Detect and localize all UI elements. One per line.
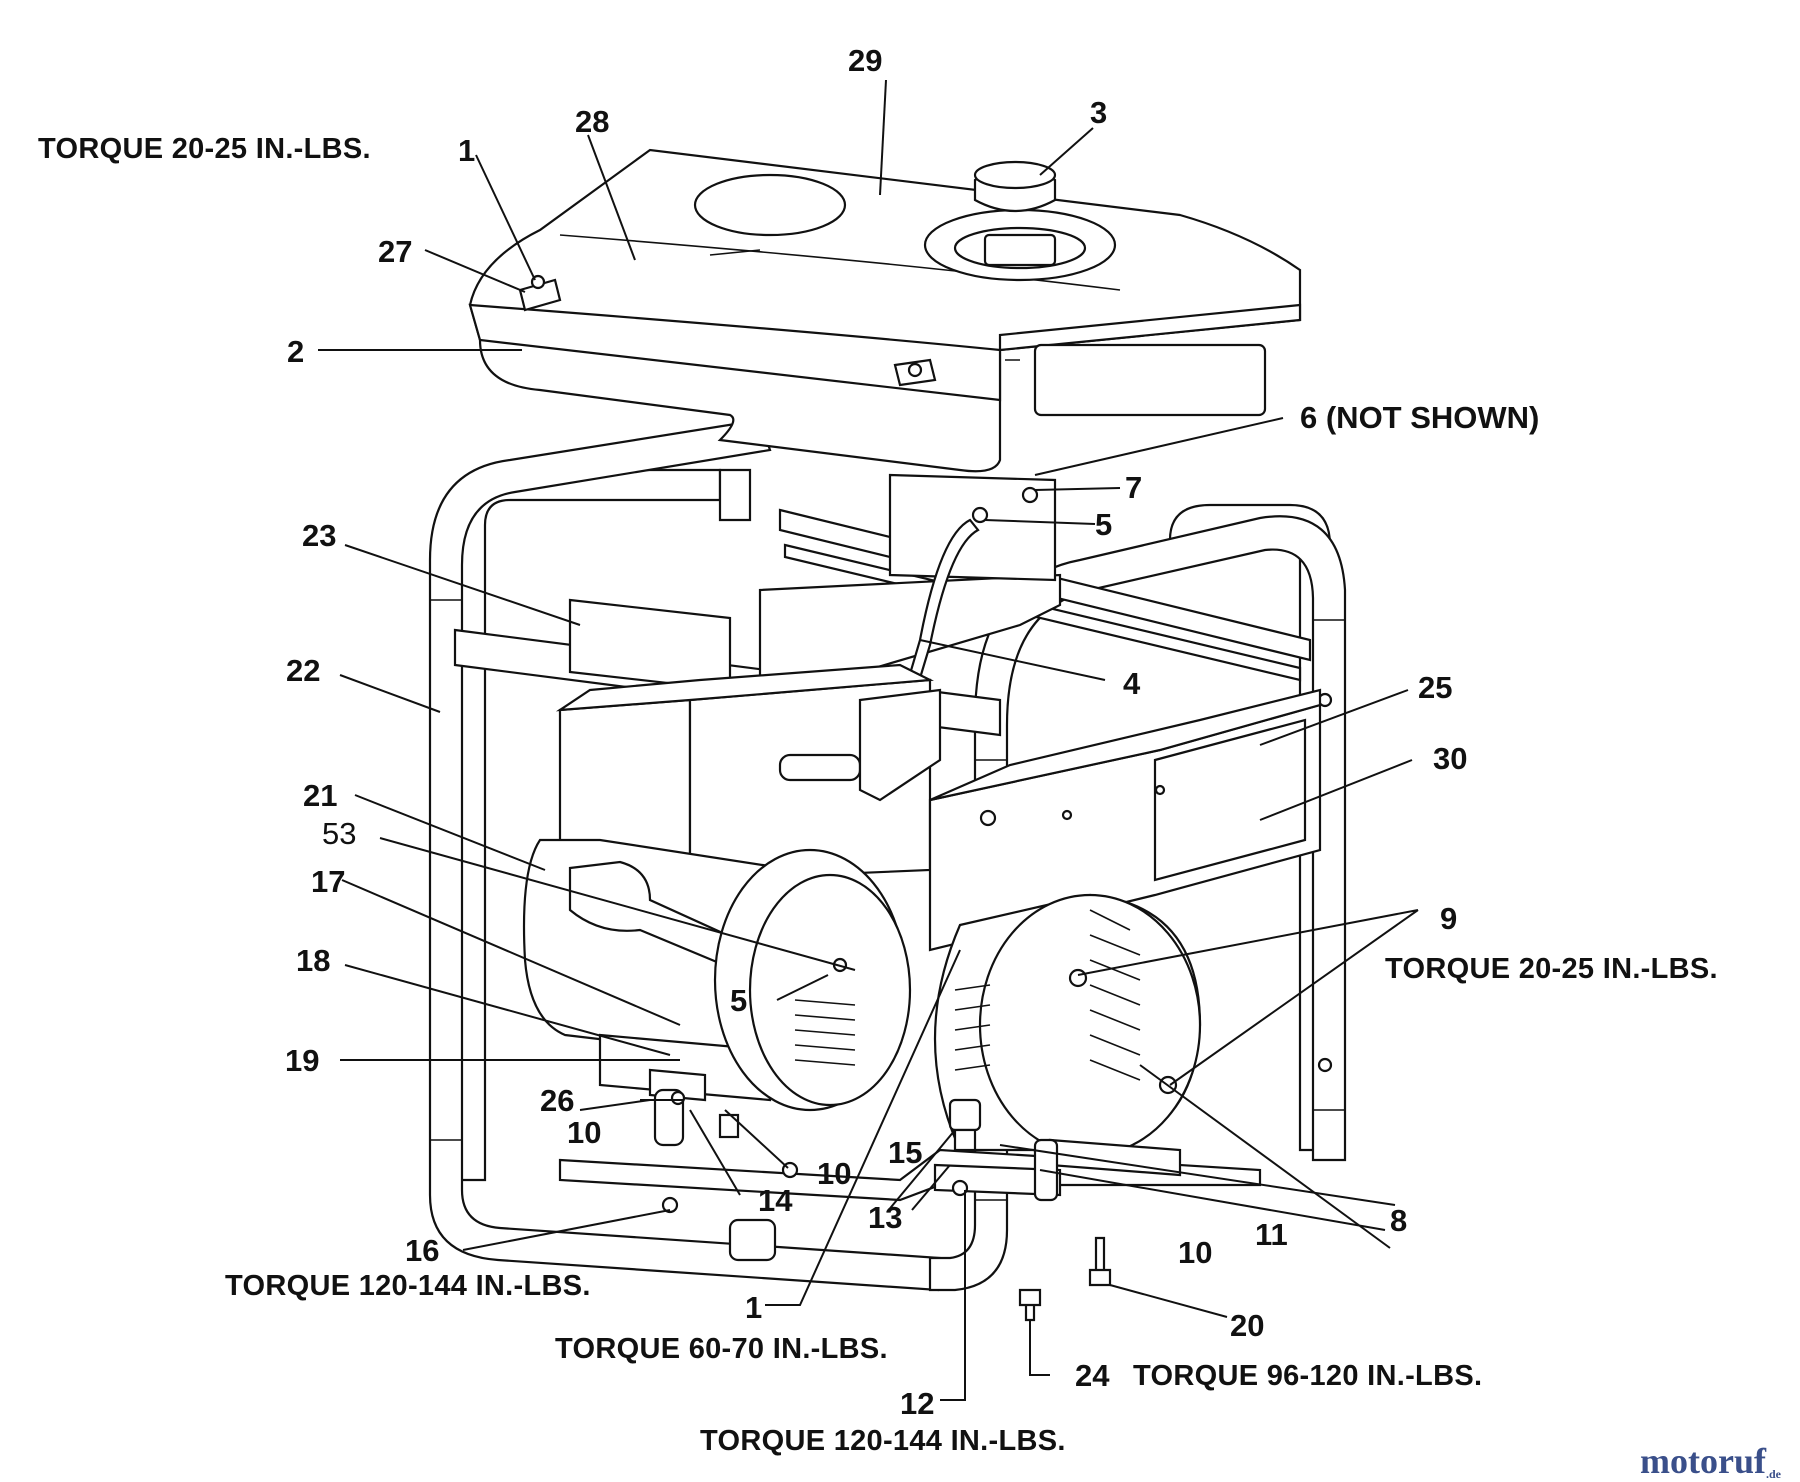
stator-housing bbox=[713, 848, 912, 1112]
frame-left-loop bbox=[428, 418, 942, 1292]
torque-note-top: TORQUE 20-25 IN.-LBS. bbox=[38, 133, 371, 165]
callout-10-mid: 10 bbox=[817, 1156, 852, 1191]
watermark-suffix: .de bbox=[1765, 1467, 1781, 1481]
callout-12: 12 bbox=[900, 1386, 935, 1421]
fuel-cap bbox=[973, 160, 1057, 267]
loose-bolts bbox=[1018, 1236, 1112, 1322]
callout-1-top: 1 bbox=[458, 133, 476, 168]
engine-block bbox=[555, 663, 942, 882]
torque-note-12: TORQUE 120-144 IN.-LBS. bbox=[700, 1425, 1066, 1457]
callout-14: 14 bbox=[758, 1183, 793, 1218]
callout-29: 29 bbox=[848, 43, 883, 78]
callout-10-left: 10 bbox=[567, 1115, 602, 1150]
callout-21: 21 bbox=[303, 778, 338, 813]
callout-30: 30 bbox=[1433, 741, 1468, 776]
callout-26: 26 bbox=[540, 1083, 575, 1118]
watermark-logo: motoruf.de bbox=[1640, 1440, 1781, 1482]
fuel-tank bbox=[468, 148, 1302, 473]
torque-note-24: TORQUE 96-120 IN.-LBS. bbox=[1133, 1360, 1483, 1392]
leader-lines bbox=[318, 79, 1419, 1401]
end-bell-cover bbox=[933, 893, 1202, 1157]
callout-9: 9 bbox=[1440, 901, 1458, 936]
callout-28: 28 bbox=[575, 104, 610, 139]
callout-11: 11 bbox=[1255, 1217, 1288, 1252]
callout-7: 7 bbox=[1125, 470, 1143, 505]
callout-13: 13 bbox=[868, 1200, 903, 1235]
callout-15: 15 bbox=[888, 1135, 923, 1170]
callout-19: 19 bbox=[285, 1043, 320, 1078]
callout-17: 17 bbox=[311, 864, 346, 899]
callout-8: 8 bbox=[1390, 1203, 1408, 1238]
torque-note-right: TORQUE 20-25 IN.-LBS. bbox=[1385, 953, 1718, 985]
callout-27: 27 bbox=[378, 234, 413, 269]
torque-note-16: TORQUE 120-144 IN.-LBS. bbox=[225, 1270, 591, 1302]
callout-3: 3 bbox=[1090, 95, 1108, 130]
callout-24: 24 bbox=[1075, 1358, 1110, 1393]
callout-16: 16 bbox=[405, 1233, 440, 1268]
callout-53: 53 bbox=[322, 816, 357, 851]
callout-2: 2 bbox=[287, 334, 305, 369]
callout-5-upper: 5 bbox=[1095, 507, 1113, 542]
callout-20: 20 bbox=[1230, 1308, 1265, 1343]
callout-4: 4 bbox=[1123, 666, 1141, 701]
callout-6-not-shown: 6 (NOT SHOWN) bbox=[1300, 400, 1540, 435]
torque-note-1-bottom: TORQUE 60-70 IN.-LBS. bbox=[555, 1333, 888, 1365]
watermark-text: motoruf bbox=[1640, 1441, 1766, 1481]
control-panel-box bbox=[928, 688, 1322, 952]
callout-23: 23 bbox=[302, 518, 337, 553]
callout-22: 22 bbox=[286, 653, 321, 688]
callout-25: 25 bbox=[1418, 670, 1453, 705]
callout-18: 18 bbox=[296, 943, 331, 978]
callout-10-right: 10 bbox=[1178, 1235, 1213, 1270]
callout-1-bottom: 1 bbox=[745, 1290, 763, 1325]
callout-5-lower: 5 bbox=[730, 983, 748, 1018]
